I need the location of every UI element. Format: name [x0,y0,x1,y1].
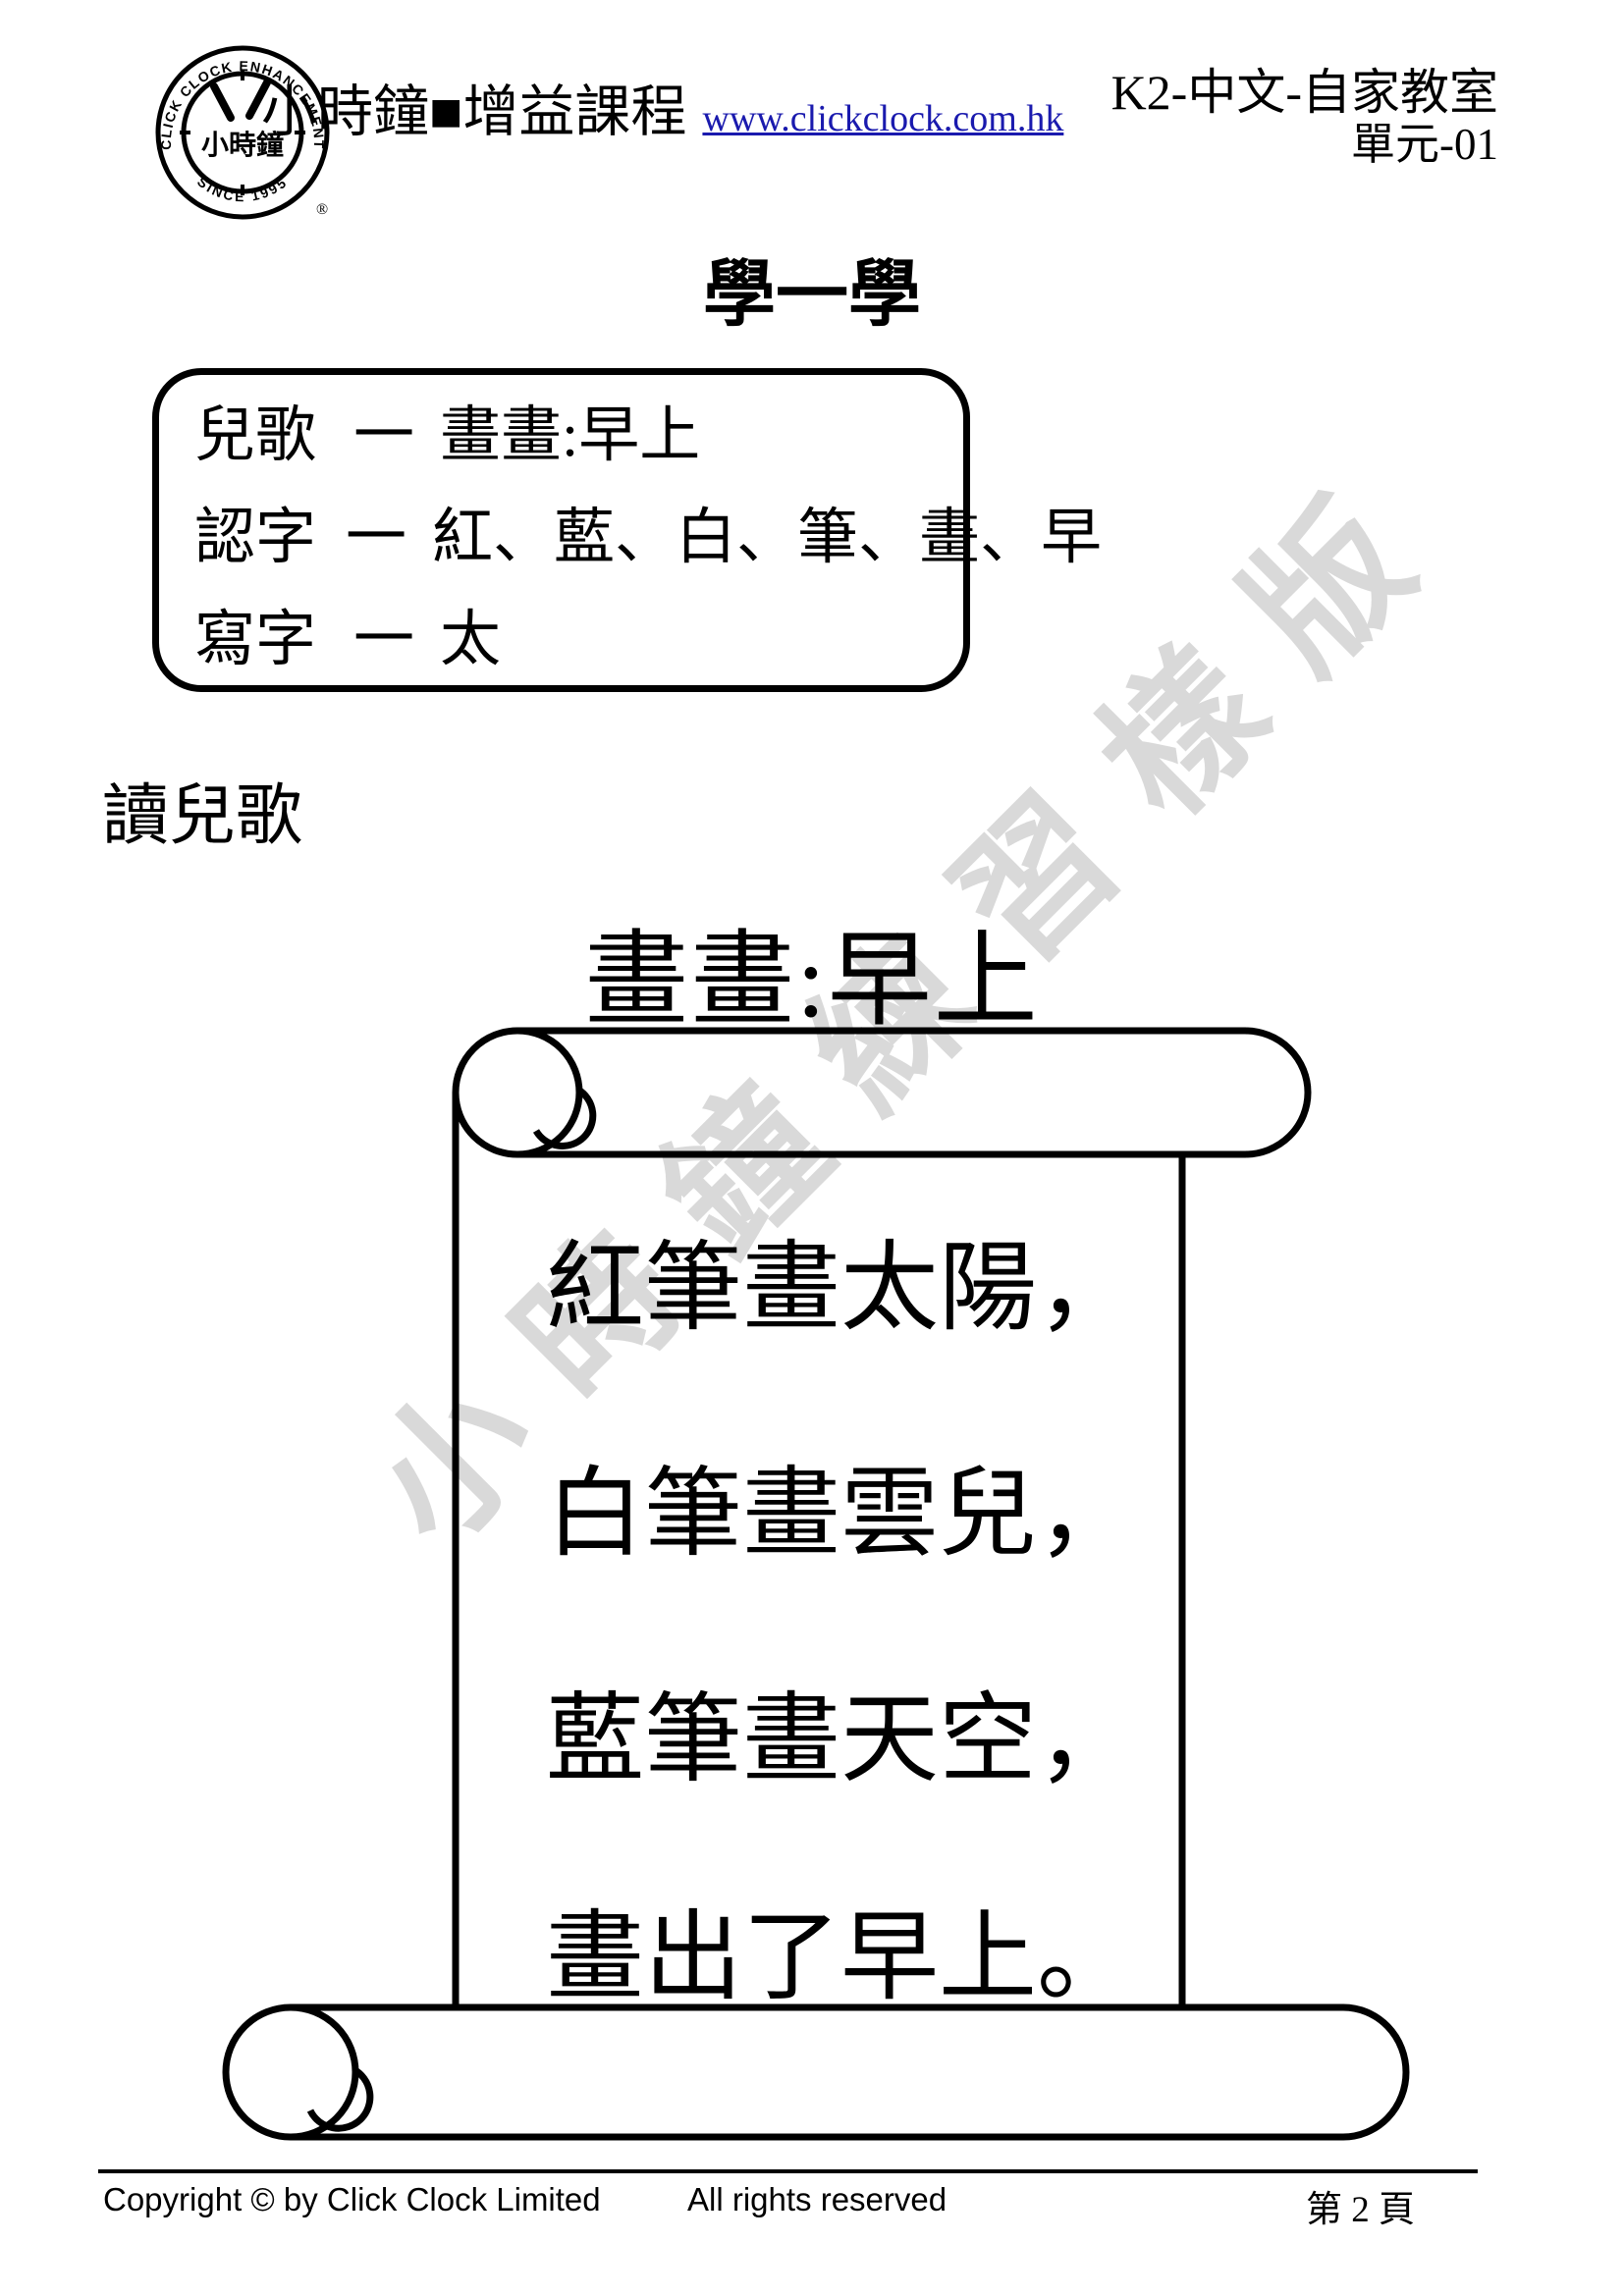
poem-title: 畫畫:早上 [584,924,1040,1039]
section-title: 學一學 [703,255,921,336]
clock-hands-icon [210,79,271,122]
row-value: 畫畫:早上 [440,402,701,469]
poem-line-3: 藍筆畫天空， [546,1685,1135,1794]
logo-center-text: 小時鐘 [201,129,284,160]
brand-title: 小時鐘■增益課程 [261,81,687,143]
footer-rights: All rights reserved [687,2181,947,2217]
summary-row-write: 寫字 一 太 [194,589,963,691]
footer-copyright: Copyright © by Click Clock Limited [103,2181,601,2217]
row-dash: 一 [346,505,407,571]
click-clock-logo: CLICK CLOCK ENHANCEMENT SINCE 1995 小時鐘 ® [155,45,330,220]
lesson-summary-box: 兒歌 一 畫畫:早上 認字 一 紅、藍、白、筆、畫、早 寫字 一 太 [152,368,1102,692]
row-dash: 一 [353,607,415,673]
logo-outer-circle [155,45,330,220]
registered-trademark-icon: ® [316,201,328,218]
read-rhyme-heading: 讀兒歌 [102,778,303,853]
row-label: 兒歌 [194,402,317,469]
website-link[interactable]: www.clickclock.com.hk [702,98,1064,139]
footer-page-number: 第 2 頁 [1306,2190,1415,2230]
poem-line-4: 畫出了早上。 [546,1903,1135,2012]
header-brand-row: 小時鐘■增益課程 www.clickclock.com.hk [261,67,1063,147]
scroll-top-curl [452,1027,583,1158]
clock-ticks-icon [180,70,305,195]
summary-row-recognize: 認字 一 紅、藍、白、筆、畫、早 [194,487,1102,589]
unit-label: 單元-01 [1351,120,1498,169]
row-value: 紅、藍、白、筆、畫、早 [432,505,1103,571]
footer-divider [98,2169,1478,2173]
scroll-top-roll [517,1027,1312,1158]
row-dash: 一 [353,402,415,469]
scroll-bottom-curl [222,2003,359,2141]
row-label: 寫字 [194,607,317,673]
row-value: 太 [440,607,502,673]
scroll-graphic [222,1027,1410,2141]
scroll-bottom-spiral [306,2065,374,2132]
scroll-top-spiral [532,1087,597,1149]
summary-row-rhyme: 兒歌 一 畫畫:早上 [194,385,963,487]
course-title: K2-中文-自家教室 [1110,65,1498,120]
header-course-block: K2-中文-自家教室 單元-01 [1111,65,1498,169]
row-label: 認字 [194,505,317,571]
poem-line-2: 白筆畫雲兒， [546,1460,1135,1569]
poem-line-1: 紅筆畫太陽， [546,1234,1135,1343]
scroll-bottom-roll [291,2003,1410,2141]
